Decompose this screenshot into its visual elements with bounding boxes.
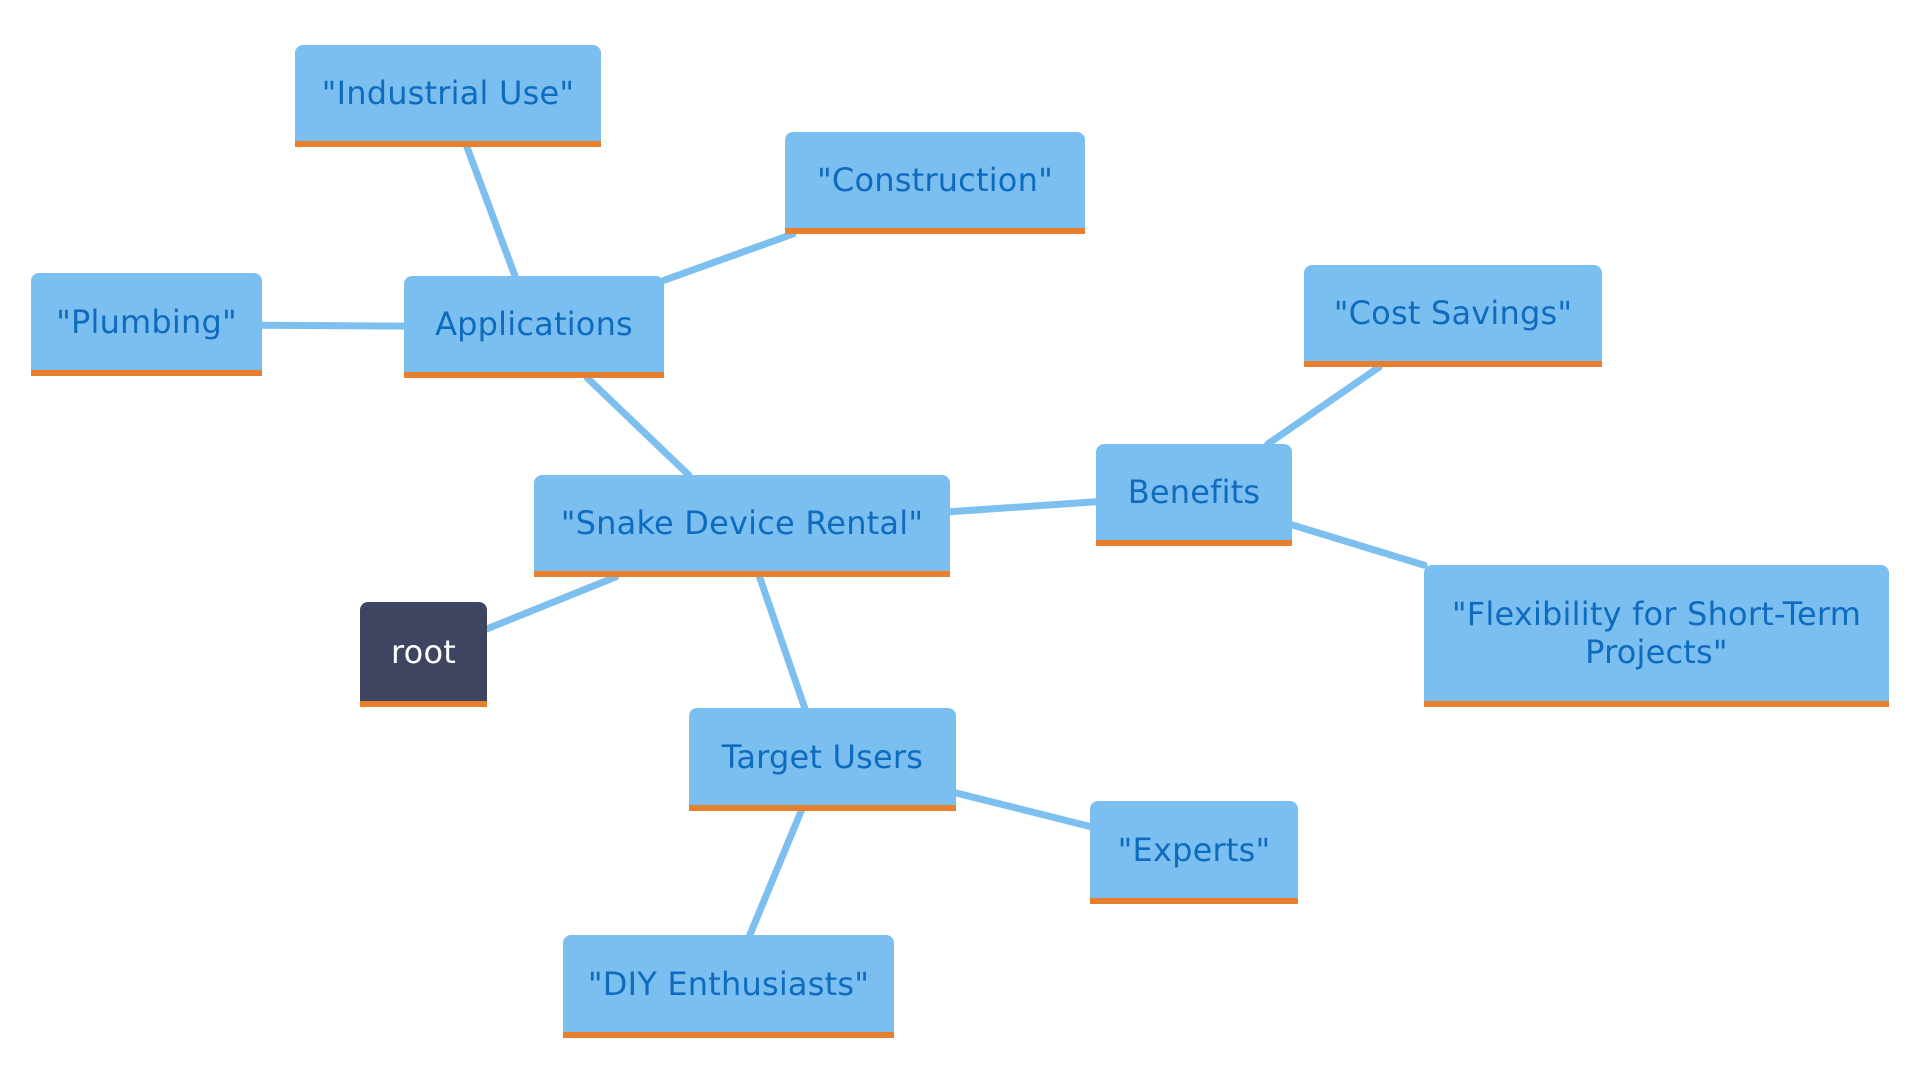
- node-construction[interactable]: "Construction": [785, 132, 1085, 234]
- edge-applications-industrial: [463, 143, 519, 280]
- edge-benefits-cost: [1264, 363, 1383, 448]
- node-label: Benefits: [1127, 473, 1261, 511]
- edge-root-snake: [483, 573, 620, 633]
- node-label: "DIY Enthusiasts": [587, 964, 870, 1003]
- node-label: "Cost Savings": [1333, 294, 1573, 332]
- edge-snake-benefits: [946, 498, 1100, 516]
- node-target-users[interactable]: Target Users: [689, 708, 956, 811]
- node-flexibility-short-term[interactable]: "Flexibility for Short-Term Projects": [1424, 565, 1889, 707]
- node-diy-enthusiasts[interactable]: "DIY Enthusiasts": [563, 935, 894, 1038]
- node-label: "Construction": [817, 161, 1053, 199]
- node-benefits[interactable]: Benefits: [1096, 444, 1292, 546]
- node-plumbing[interactable]: "Plumbing": [31, 273, 262, 376]
- edge-snake-applications: [583, 374, 693, 479]
- edge-snake-target: [756, 573, 809, 712]
- edge-benefits-flex: [1288, 521, 1428, 569]
- node-applications[interactable]: Applications: [404, 276, 664, 378]
- edge-applications-plumbing: [258, 321, 408, 330]
- node-snake-device-rental[interactable]: "Snake Device Rental": [534, 475, 950, 577]
- node-industrial-use[interactable]: "Industrial Use": [295, 45, 601, 147]
- node-label: "Plumbing": [56, 302, 237, 341]
- edge-target-experts: [952, 789, 1094, 830]
- node-cost-savings[interactable]: "Cost Savings": [1304, 265, 1602, 367]
- node-label: Target Users: [721, 737, 924, 776]
- edge-target-diy: [746, 807, 805, 939]
- node-label: "Flexibility for Short-Term Projects": [1451, 595, 1862, 671]
- node-root[interactable]: root: [360, 602, 487, 707]
- node-label: "Experts": [1117, 830, 1271, 869]
- node-label: "Snake Device Rental": [560, 504, 924, 542]
- node-label: Applications: [435, 305, 633, 343]
- node-label: "Industrial Use": [321, 74, 575, 112]
- edge-applications-construction: [660, 230, 797, 284]
- node-label: root: [391, 632, 456, 671]
- node-experts[interactable]: "Experts": [1090, 801, 1298, 904]
